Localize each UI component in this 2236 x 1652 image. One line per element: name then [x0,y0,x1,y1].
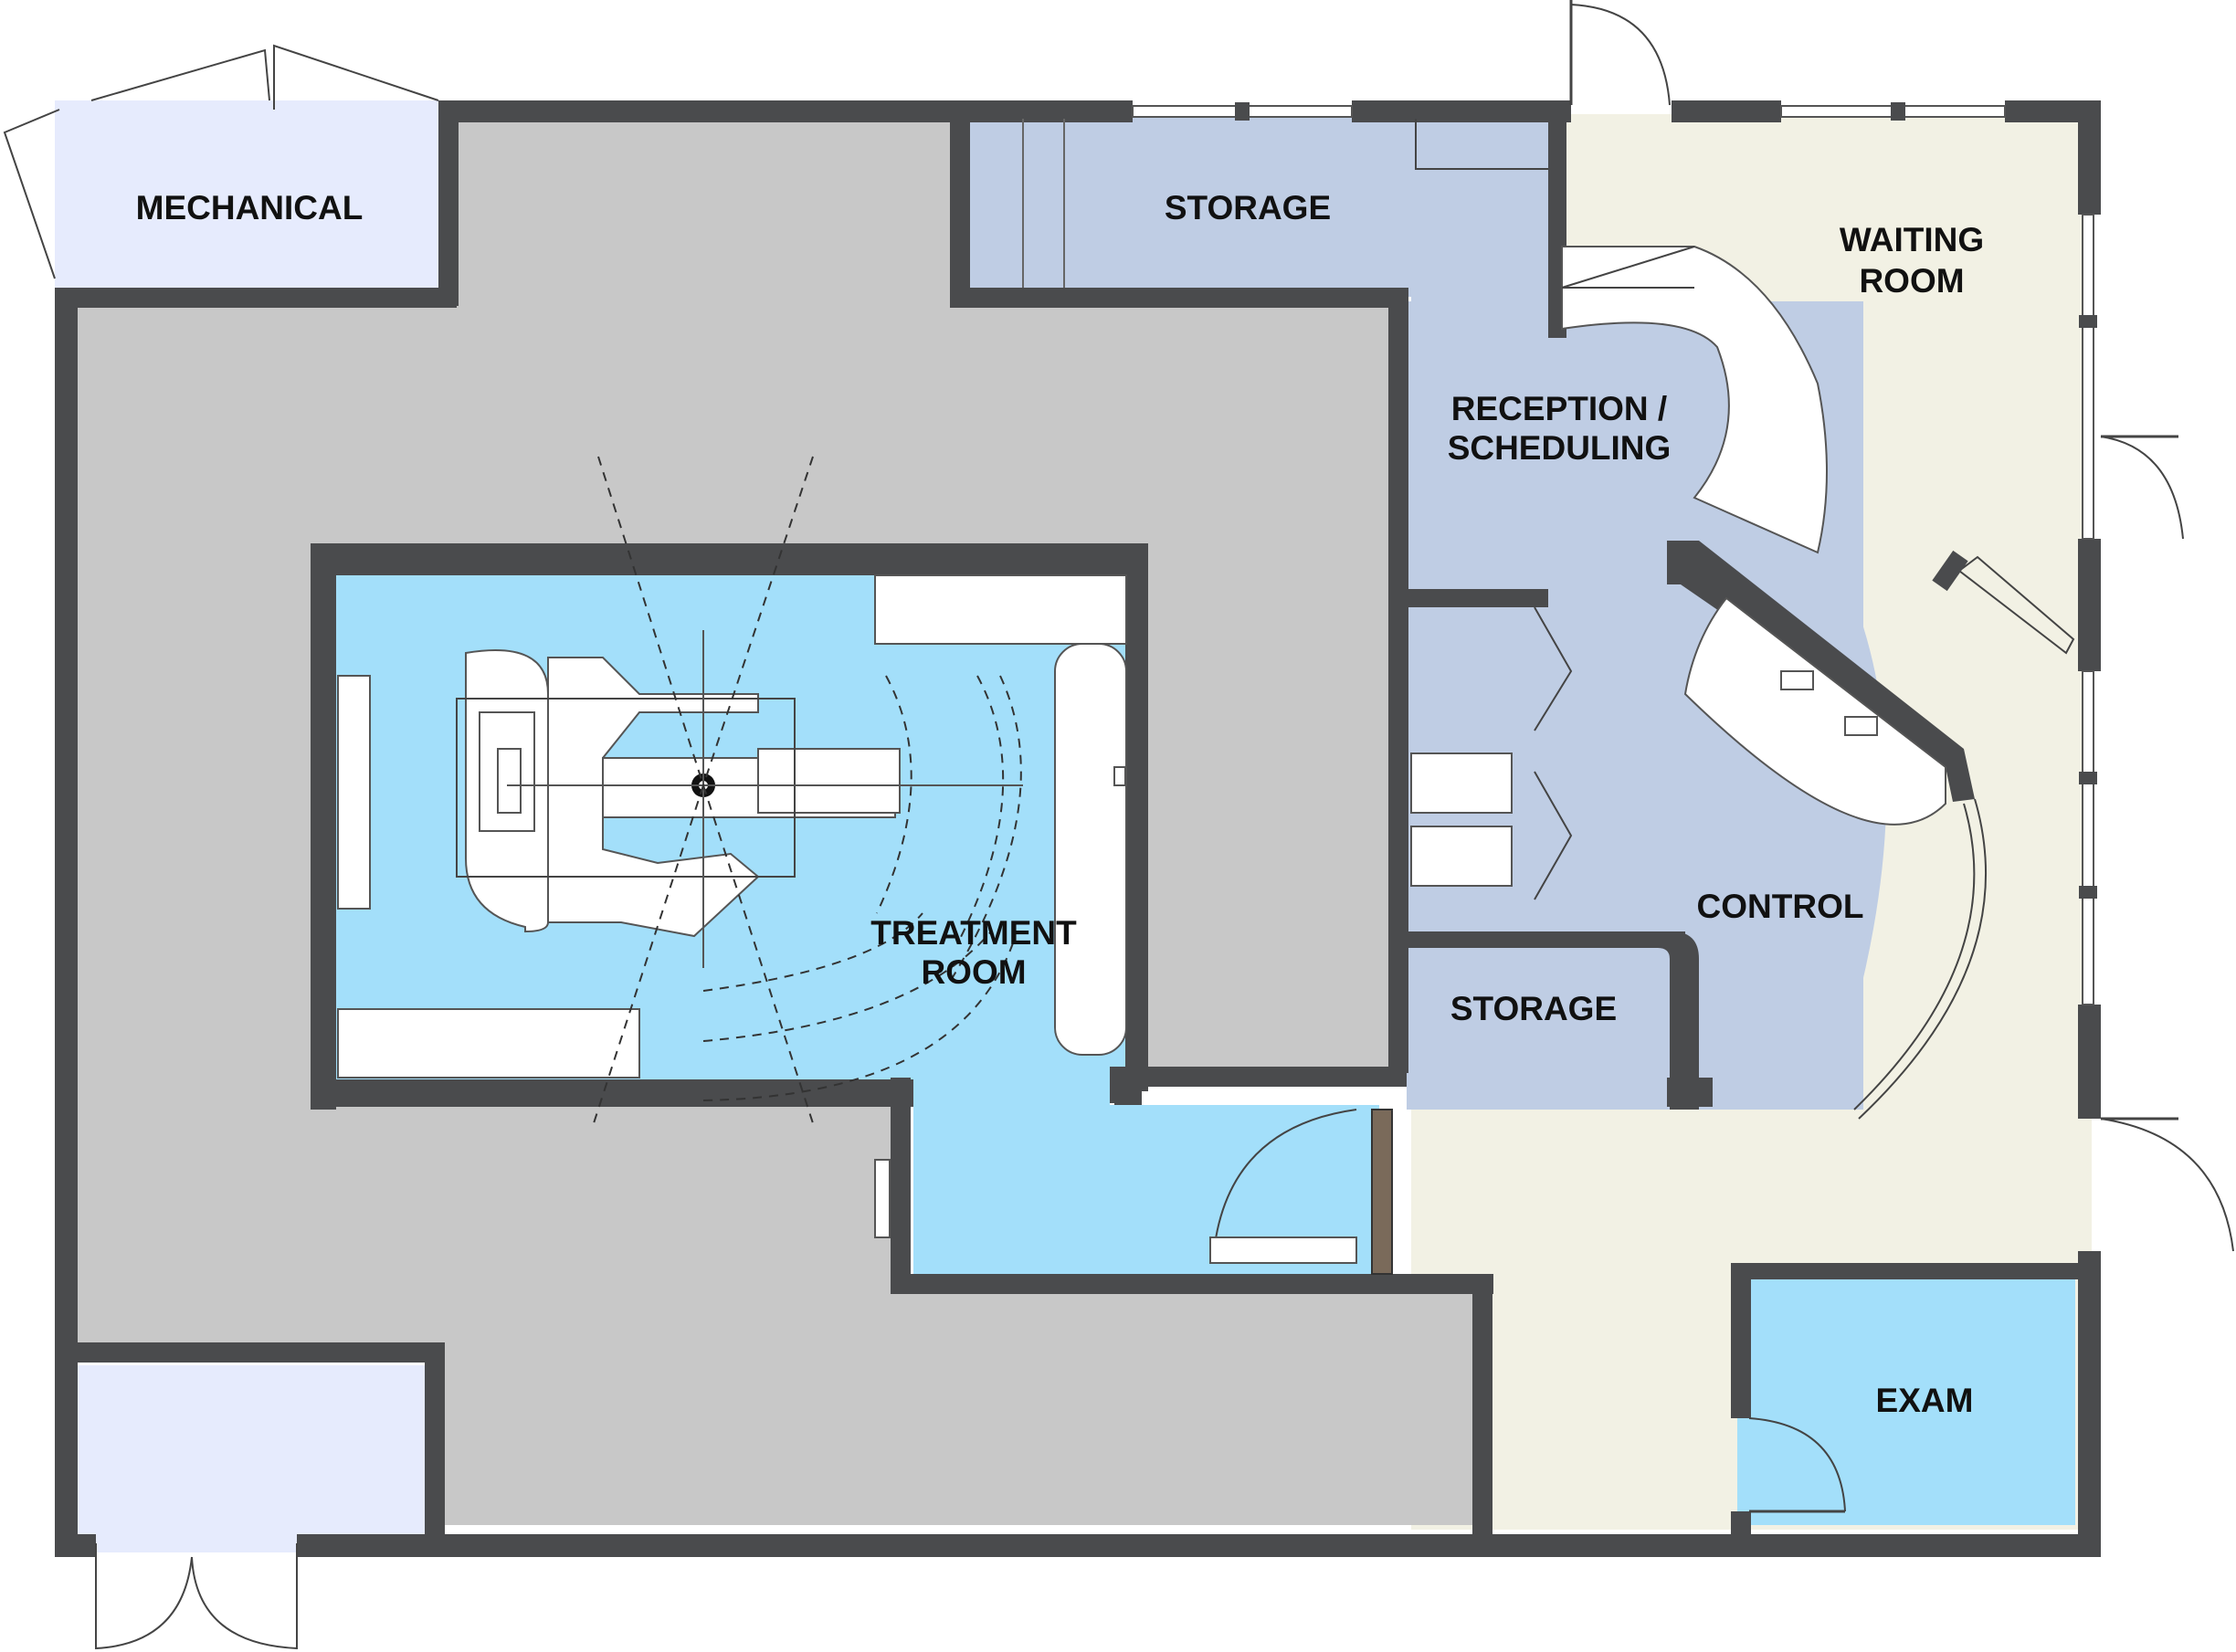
wall-storage-lower-east [1644,931,1699,1110]
wall-storage-mid [1407,589,1548,607]
exam-floor [1737,1278,2075,1525]
outer-wall-east-c [2078,1005,2101,1119]
furniture [1022,119,1988,1120]
room-label-treatment-line2: ROOM [921,953,1026,991]
room-label-control: CONTROL [1697,888,1864,925]
room-label-storage-top: STORAGE [1165,189,1331,226]
room-label-treatment-line1: TREATMENT [870,914,1077,952]
outer-wall-south [297,1534,2101,1557]
outer-wall-mech-east [438,100,459,306]
outer-wall-north-a [438,100,1133,122]
wall-treatment-west [311,543,336,1110]
outer-wall-north-c [1672,100,1781,122]
outer-wall-north-b [1352,100,1571,122]
room-label-reception-line2: SCHEDULING [1448,429,1672,467]
doors [3,0,2234,1650]
wall-maze-west [891,1078,911,1292]
room-label-storage-bottom: STORAGE [1450,990,1617,1027]
outer-wall-east-d [2078,1251,2101,1557]
wall-treatment-east [1125,543,1148,1091]
wall-exam-west [1731,1263,1751,1418]
wall-exam-west-lower [1731,1511,1751,1539]
wall-maze-north [1110,1067,1407,1087]
room-label-exam: EXAM [1876,1382,1974,1419]
wall-storage-south [950,288,1407,308]
wall-vestibule-north [55,1342,443,1363]
room-label-waiting-line1: WAITING [1840,221,1984,258]
mechanical-floor [55,100,443,288]
wall-vault-south-a [891,1274,1493,1294]
wall-treatment-north [311,543,1146,575]
outer-wall-nw [55,288,457,308]
linac-equipment [337,456,1127,1238]
vestibule-floor [78,1365,425,1552]
wall-vault-east [1388,288,1408,1073]
wall-treatment-south [311,1079,913,1107]
windows [1132,102,2097,1005]
wall-vault-south-east [1472,1274,1492,1534]
wall-storage-west [950,119,970,306]
outer-wall-east-b [2078,539,2101,671]
storage-top-floor [964,114,1557,297]
room-label-mechanical: MECHANICAL [136,189,364,226]
wall-vestibule-east [425,1342,445,1534]
room-label-reception-line1: RECEPTION / [1451,390,1667,427]
outer-wall-west [55,288,78,1557]
outer-wall-east-a [2078,100,2101,215]
wall-treatment-corner [1114,1078,1142,1105]
wall-exam-north [1731,1263,2078,1279]
wall-storage-lower-cap [1667,1078,1713,1107]
room-label-waiting-line2: ROOM [1859,262,1964,300]
wall-storage-lower-north [1407,931,1685,948]
outer-wall-sw [55,1534,96,1557]
